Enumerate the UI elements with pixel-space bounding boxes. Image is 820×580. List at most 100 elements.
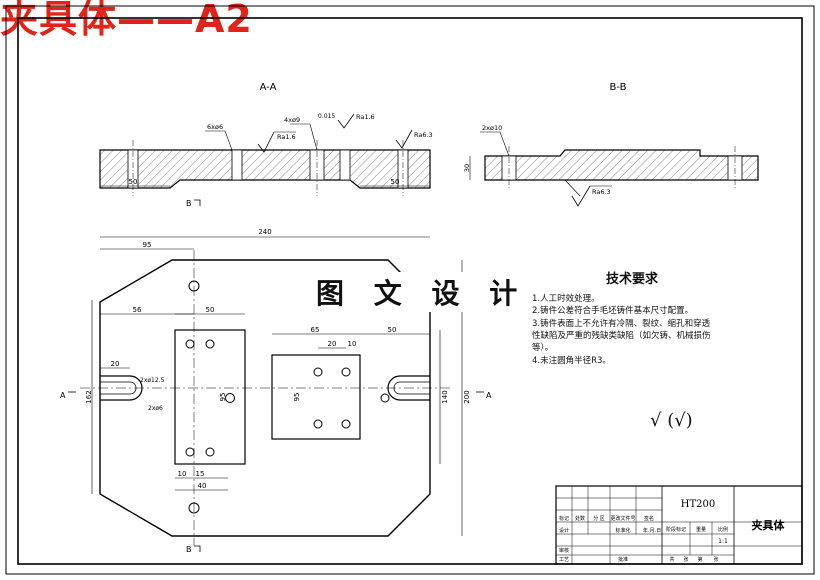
inner-border <box>17 17 803 565</box>
aa-rough-1: Ra1.6 <box>277 133 296 141</box>
cut-a-right: A <box>486 391 492 400</box>
dim-height-140-text: 140 <box>441 390 449 403</box>
dim-bottom-40: 40 <box>198 482 207 490</box>
dim-right-a-text: 65 <box>311 326 320 334</box>
aa-bore-4 <box>339 149 351 181</box>
aa-rough-3: Ra6.3 <box>414 131 433 139</box>
outer-border <box>5 5 815 575</box>
dim-top-offset-text: 95 <box>143 241 152 249</box>
rb-hole-4 <box>341 419 351 429</box>
rb-hole-1 <box>313 367 323 377</box>
plan-hole-bottom <box>188 502 200 514</box>
bb-note-1: 2xø10 <box>482 124 502 132</box>
aa-bore-2 <box>231 149 243 181</box>
plan-hole-top <box>188 280 200 292</box>
dim-block-height-text: 95 <box>219 393 227 402</box>
tech-line: 1.人工时效处理。 <box>532 294 600 304</box>
bb-rough-symbol <box>571 185 591 207</box>
tb-cell: 签名 <box>644 515 654 522</box>
section-aa-outline <box>99 149 431 189</box>
rb-hole-2 <box>341 367 351 377</box>
tb-cell: 更改文件号 <box>610 515 635 522</box>
plan-outline <box>99 259 431 537</box>
dim-block-width-text: 50 <box>206 306 215 314</box>
roughness-symbol: √ (√) <box>650 410 693 431</box>
lb-hole-2 <box>205 339 215 349</box>
tech-line: 等）。 <box>532 343 554 354</box>
cut-b-bottom: B <box>186 545 192 554</box>
tb-cell: 共 <box>669 556 674 563</box>
lb-hole-4 <box>205 447 215 457</box>
dim-left-height-text: 162 <box>85 390 93 403</box>
aa-rough-symbol-3 <box>395 129 413 149</box>
bb-leader-1 <box>480 131 510 157</box>
tb-cell: 年.月.日 <box>643 527 661 534</box>
tech-line: 3.铸件表面上不允许有冷隔、裂纹、缩孔和穿透 <box>532 318 711 329</box>
dim-left-block-text: 56 <box>133 306 142 314</box>
tech-line: 4.未注圆角半径R3。 <box>532 355 611 366</box>
rb-hole-5 <box>380 393 390 403</box>
aa-tol: 0.015 <box>318 113 335 120</box>
tb-cell: 批准 <box>618 556 628 563</box>
bb-leader-2 <box>564 179 581 197</box>
tb-cell: 标记 <box>559 515 569 522</box>
plan-view: 240 95 56 50 65 50 20 10 20 2xø12.5 2xø6… <box>60 228 492 554</box>
cut-a-left: A <box>60 391 66 400</box>
tb-cell: 张 <box>713 556 718 563</box>
tech-title: 技术要求 <box>605 272 658 287</box>
tb-cell: 设计 <box>559 527 569 534</box>
aa-rough-2: Ra1.6 <box>356 113 375 121</box>
hole-note-1: 2xø12.5 <box>140 377 165 384</box>
dim-overall-width-text: 240 <box>258 228 271 236</box>
section-bb-outline <box>484 149 759 181</box>
dim-inner-20-text: 20 <box>328 340 337 348</box>
tb-cell: 张 <box>683 556 688 563</box>
watermark-text: 图 文 设 计 <box>312 272 532 312</box>
tb-cell: 比例 <box>718 526 728 533</box>
section-bb-view: 2xø10 30 Ra6.3 <box>463 124 759 207</box>
tb-cell: 审核 <box>559 547 569 554</box>
dim-slot-20-text: 20 <box>111 360 120 368</box>
title-block: HT200 夹具体 标记 处数 分 区 更改文件号 签名 年.月.日 设计 标准… <box>555 485 803 565</box>
tb-cell: 处数 <box>575 515 585 522</box>
tb-cell: 工艺 <box>559 557 569 563</box>
aa-note-2: 4xø9 <box>284 116 300 124</box>
aa-dim-left-text: 50 <box>129 178 138 186</box>
cut-b-bottom-mark <box>194 545 201 552</box>
hole-note-2: 2xø6 <box>148 405 163 412</box>
dim-bottom-15: 15 <box>196 470 205 478</box>
left-block <box>174 329 246 465</box>
right-block <box>271 354 361 440</box>
tb-part-name: 夹具体 <box>752 518 786 532</box>
tech-requirements: 技术要求 1.人工时效处理。 2.铸件公差符合手毛坯铸件基本尺寸配置。 3.铸件… <box>532 268 732 367</box>
aa-rough-symbol-1 <box>257 131 275 153</box>
bb-rough: Ra6.3 <box>592 188 611 196</box>
rb-hole-3 <box>313 419 323 429</box>
section-aa-label: A-A <box>260 82 277 93</box>
section-bb-label: B-B <box>610 82 627 93</box>
tb-cell: 标准化 <box>615 527 630 534</box>
tb-cell: 第 <box>697 556 702 563</box>
aa-note-1: 6xø6 <box>207 123 223 131</box>
dim-inner-10-text: 10 <box>348 340 357 348</box>
tb-cell: 分 区 <box>593 515 605 522</box>
lb-hole-3 <box>185 447 195 457</box>
dim-height-200-text: 200 <box>463 390 471 403</box>
cut-b-top-mark <box>194 199 201 206</box>
cut-b-top: B <box>186 199 192 208</box>
tb-material: HT200 <box>681 499 715 510</box>
aa-leader-1 <box>205 130 233 151</box>
tech-line: 2.铸件公差符合手毛坯铸件基本尺寸配置。 <box>532 306 694 317</box>
bb-dim-text: 30 <box>463 164 471 172</box>
aa-leader-2 <box>290 123 318 151</box>
dim-right-b-text: 50 <box>388 326 397 334</box>
dim-bottom-10: 10 <box>178 470 187 478</box>
aa-rough-symbol-2 <box>337 113 355 129</box>
dim-right-inner-text: 95 <box>293 393 301 402</box>
lb-hole-mid <box>225 393 235 403</box>
aa-dim-right-text: 50 <box>391 178 400 186</box>
tb-cell: 1:1 <box>718 538 728 545</box>
title-block-frame <box>555 485 803 565</box>
tb-cell: 阶段标记 <box>666 526 686 533</box>
